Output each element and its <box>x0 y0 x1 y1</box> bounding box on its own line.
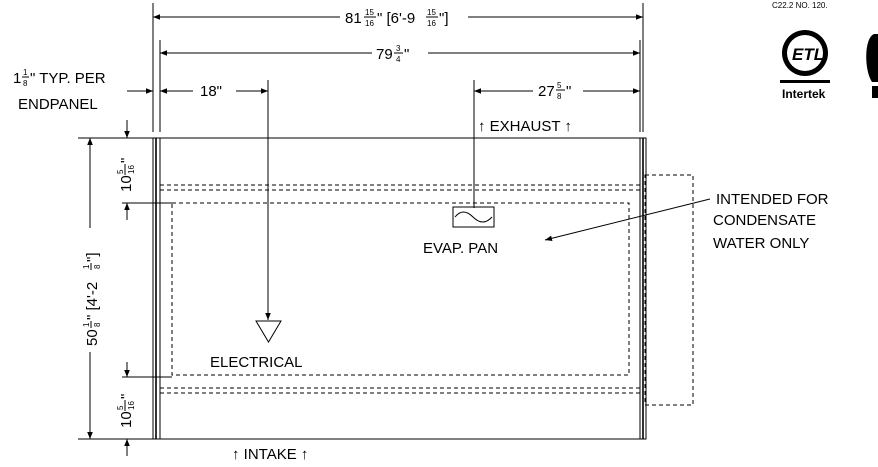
overall-width-rest-num: 15 <box>427 8 436 17</box>
cert-text: C22.2 NO. 120. <box>772 1 828 10</box>
bottom-band-den: 16 <box>127 401 136 410</box>
left-offset-dimension: 18" ELECTRICAL <box>160 80 303 371</box>
overhang-outline <box>644 174 694 406</box>
right-offset-end: " <box>566 83 571 100</box>
top-band-whole: 10 <box>118 175 135 192</box>
bottom-band-whole: 10 <box>118 411 135 428</box>
bottom-band-dimension: 10 5 16 " <box>116 362 172 456</box>
certification-marks: C22.2 NO. 120. ETL Intertek <box>772 1 878 101</box>
evap-pan-symbol <box>452 206 495 228</box>
electrical-label: ELECTRICAL <box>210 354 303 371</box>
note-line3: WATER ONLY <box>713 235 809 252</box>
second-logo-shape <box>866 34 878 82</box>
intake-label: ↑ INTAKE ↑ <box>232 446 308 463</box>
inner-width-num: 3 <box>396 44 401 53</box>
height-rest-num: 1 <box>82 264 91 269</box>
right-offset-num: 5 <box>557 81 562 90</box>
inner-width-den: 4 <box>396 55 401 64</box>
overall-width-dimension: 81 15 16 " [6'-9 15 16 "] <box>152 3 644 132</box>
endpanel-line1: " TYP. PER <box>30 70 106 87</box>
height-dimension: 50 1 8 " [4'-2 1 8 "] <box>78 137 153 440</box>
height-rest: " [4'-2 <box>84 282 101 320</box>
etl-logo: ETL Intertek <box>780 30 830 101</box>
height-end: "] <box>84 253 101 263</box>
note-line1: INTENDED FOR <box>716 191 829 208</box>
top-band-label: 10 5 16 " <box>116 158 136 192</box>
overall-width-den: 16 <box>365 19 374 28</box>
evap-pan-callout: EVAP. PAN INTENDED FOR CONDENSATE WATER … <box>423 191 829 257</box>
overall-width-rest-den: 16 <box>427 19 436 28</box>
endpanel-note: 1 1 8 " TYP. PER ENDPANEL <box>13 68 153 113</box>
note-line2: CONDENSATE <box>713 212 816 229</box>
height-rest-den: 8 <box>93 264 102 269</box>
bottom-band-end: " <box>118 394 135 399</box>
bottom-band-num: 5 <box>116 405 125 410</box>
height-den: 8 <box>93 322 102 327</box>
intertek-text: Intertek <box>782 87 826 101</box>
height-whole: 50 <box>84 329 101 346</box>
top-band-den: 16 <box>127 165 136 174</box>
left-offset-label: 18" <box>200 83 222 100</box>
height-num: 1 <box>82 322 91 327</box>
endpanel-den: 8 <box>23 79 28 88</box>
etl-inner <box>787 35 823 71</box>
evap-pan-label: EVAP. PAN <box>423 240 498 257</box>
electrical-symbol <box>255 320 282 343</box>
top-band-dimension: 10 5 16 " <box>116 120 172 220</box>
top-band-num: 5 <box>116 169 125 174</box>
endpanel-num: 1 <box>23 68 28 77</box>
etl-text: ETL <box>792 45 824 64</box>
exhaust-label: ↑ EXHAUST ↑ <box>478 118 572 135</box>
second-cert-logo <box>866 34 878 98</box>
unit-body <box>152 137 694 440</box>
overall-width-whole: 81 <box>345 10 362 27</box>
note-leader <box>544 198 711 242</box>
overall-width-rest: " [6'-9 <box>377 10 415 27</box>
top-band-end: " <box>118 158 135 163</box>
endpanel-line2: ENDPANEL <box>18 96 98 113</box>
overall-width-num: 15 <box>365 8 374 17</box>
intertek-bar <box>780 80 830 83</box>
overall-width-end: "] <box>439 10 449 27</box>
height-label: 50 1 8 " [4'-2 1 8 "] <box>82 253 102 347</box>
endpanel-whole: 1 <box>13 70 21 87</box>
right-offset-whole: 27 <box>538 83 555 100</box>
right-offset-dimension: 27 5 8 " <box>473 80 640 208</box>
inner-width-dimension: 79 3 4 " <box>159 40 641 132</box>
inner-width-whole: 79 <box>376 46 393 63</box>
second-logo-letter <box>872 86 878 98</box>
inner-width-end: " <box>404 46 409 63</box>
right-offset-den: 8 <box>557 92 562 101</box>
bottom-band-label: 10 5 16 " <box>116 394 136 428</box>
evap-wave <box>454 211 493 223</box>
evap-pan-outline <box>171 202 630 376</box>
unit-outline <box>152 137 647 440</box>
